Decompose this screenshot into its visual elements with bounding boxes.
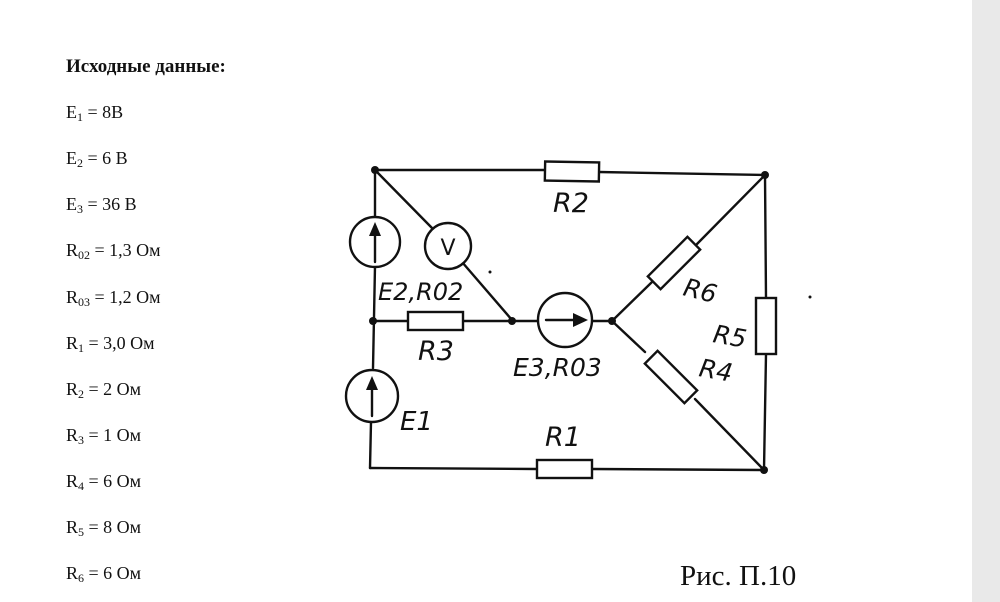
parameter-row: E1 = 8В [66, 102, 123, 125]
label-r5: R5 [711, 319, 749, 353]
label-r6: R6 [681, 273, 720, 309]
label-e2-r02: E2,R02 [378, 278, 463, 306]
parameter-value: = 8В [83, 102, 124, 122]
parameter-symbol: R [66, 471, 79, 491]
parameter-subscript: 4 [78, 479, 85, 493]
parameter-row: E3 = 36 В [66, 194, 137, 217]
e2-arrow-icon [369, 222, 381, 236]
label-r2: R2 [553, 188, 589, 219]
parameter-symbol: R [66, 287, 79, 307]
label-r1: R1 [545, 422, 581, 453]
e3-arrow-icon [573, 313, 588, 327]
parameter-row: R3 = 1 Ом [66, 425, 141, 448]
parameter-symbol: R [66, 517, 79, 537]
parameter-symbol: R [66, 240, 79, 260]
parameter-row: E2 = 6 В [66, 148, 128, 171]
parameter-symbol: E [66, 194, 77, 214]
parameter-subscript: 6 [78, 571, 85, 585]
label-e1: E1 [400, 407, 433, 437]
parameter-row: R5 = 8 Ом [66, 517, 141, 540]
parameter-subscript: 02 [78, 248, 91, 262]
parameter-value: = 6 Ом [84, 471, 142, 491]
parameter-symbol: R [66, 425, 79, 445]
parameter-symbol: R [66, 379, 79, 399]
label-r4: R4 [697, 353, 735, 387]
parameter-symbol: E [66, 148, 77, 168]
parameter-row: R1 = 3,0 Ом [66, 333, 155, 356]
parameter-subscript: 2 [77, 156, 83, 170]
parameter-subscript: 3 [78, 433, 85, 447]
parameter-symbol: R [66, 333, 79, 353]
parameter-subscript: 3 [77, 202, 83, 216]
parameter-value: = 3,0 Ом [84, 333, 155, 353]
parameter-value: = 1,3 Ом [90, 240, 161, 260]
voltmeter-label: V [440, 236, 455, 261]
figure-caption: Рис. П.10 [680, 560, 797, 592]
parameter-row: R6 = 6 Ом [66, 563, 141, 586]
parameter-symbol: R [66, 563, 79, 583]
parameter-value: = 8 Ом [84, 517, 142, 537]
parameter-row: R2 = 2 Ом [66, 379, 141, 402]
parameter-value: = 6 Ом [84, 563, 142, 583]
parameter-subscript: 2 [78, 387, 85, 401]
parameter-value: = 2 Ом [84, 379, 142, 399]
parameter-row: R02 = 1,3 Ом [66, 240, 161, 263]
label-r3: R3 [418, 336, 454, 367]
e1-arrow-icon [366, 376, 378, 390]
parameter-row: R4 = 6 Ом [66, 471, 141, 494]
section-heading: Исходные данные: [66, 56, 226, 77]
label-e3-r03: E3,R03 [513, 353, 602, 382]
parameter-row: R03 = 1,2 Ом [66, 287, 161, 310]
parameter-value: = 36 В [83, 194, 137, 214]
parameter-subscript: 1 [78, 341, 85, 355]
parameter-symbol: E [66, 102, 77, 122]
parameter-value: = 6 В [83, 148, 128, 168]
parameter-subscript: 03 [78, 295, 91, 309]
parameter-subscript: 1 [77, 110, 83, 124]
parameter-subscript: 5 [78, 525, 85, 539]
scrollbar[interactable] [972, 0, 1000, 602]
parameter-value: = 1 Ом [84, 425, 142, 445]
parameter-value: = 1,2 Ом [90, 287, 161, 307]
